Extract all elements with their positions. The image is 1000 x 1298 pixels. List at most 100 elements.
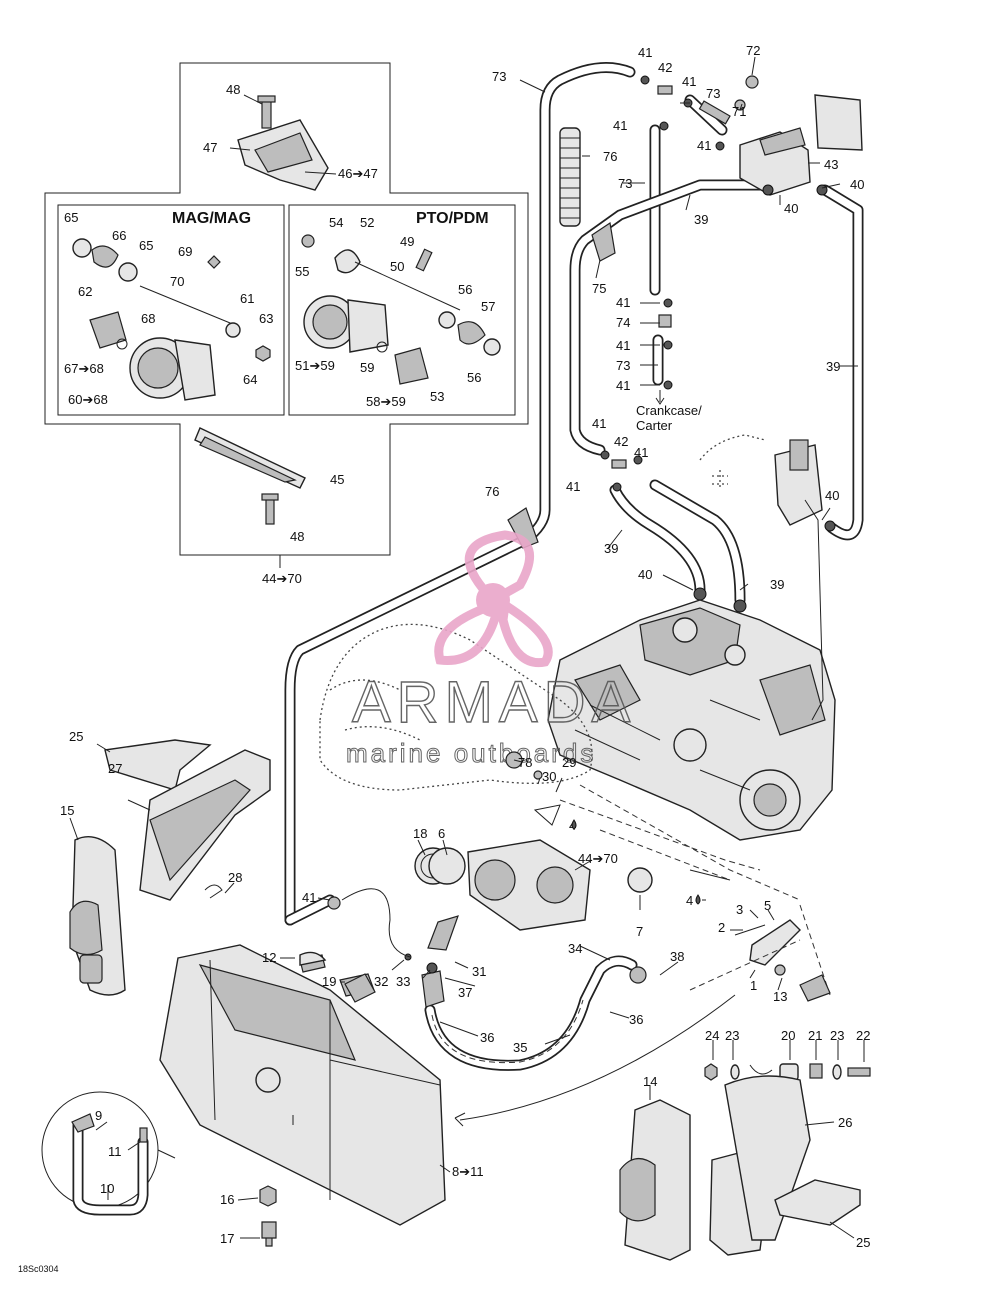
callout-19: 19 — [322, 974, 336, 989]
callout-76: 76 — [485, 484, 499, 499]
crankcase-note: Crankcase/ — [636, 403, 702, 418]
callout-63: 63 — [259, 311, 273, 326]
fuel-filter-part — [699, 434, 823, 526]
callout-38: 38 — [670, 949, 684, 964]
left-covers — [69, 739, 271, 996]
cover-part — [799, 974, 831, 1002]
callout-47: 47 — [203, 140, 217, 155]
callout-32: 32 — [374, 974, 388, 989]
callout-73: 73 — [492, 69, 506, 84]
callout-59: 59 — [360, 360, 374, 375]
callout-55: 55 — [295, 264, 309, 279]
callout-7: 7 — [636, 924, 643, 939]
callout-41: 41 — [592, 416, 606, 431]
callout-10: 10 — [100, 1181, 114, 1196]
callout-57: 57 — [481, 299, 495, 314]
callout-58-59: 58➔59 — [366, 394, 406, 409]
watermark: ARMADA marine outboards — [346, 530, 636, 769]
carter-note: Carter — [636, 418, 673, 433]
callout-60-68: 60➔68 — [68, 392, 108, 407]
callout-41: 41 — [638, 45, 652, 60]
mag-title: MAG/MAG — [172, 210, 251, 227]
callout-3: 3 — [736, 902, 743, 917]
callout-41: 41 — [302, 890, 316, 905]
callout-65: 65 — [139, 238, 153, 253]
callout-48: 48 — [226, 82, 240, 97]
callout-54: 54 — [329, 215, 343, 230]
drawing-code: 18Sc0304 — [18, 1264, 59, 1274]
callout-73: 73 — [618, 176, 632, 191]
callout-39: 39 — [604, 541, 618, 556]
callout-28: 28 — [228, 870, 242, 885]
callout-25: 25 — [856, 1235, 870, 1250]
callout-44-70: 44➔70 — [262, 571, 302, 586]
callout-26: 26 — [838, 1115, 852, 1130]
callout-29: 29 — [562, 755, 576, 770]
callout-40: 40 — [784, 201, 798, 216]
callout-75: 75 — [592, 281, 606, 296]
oil-drop-icon — [571, 819, 577, 830]
callout-41: 41 — [616, 295, 630, 310]
callout-14: 14 — [643, 1074, 657, 1089]
cap-part-12 — [299, 951, 327, 966]
callout-69: 69 — [178, 244, 192, 259]
corrugated-hose-part — [559, 127, 581, 227]
callout-11: 11 — [108, 1144, 122, 1159]
callout-40: 40 — [825, 488, 839, 503]
callout-70: 70 — [170, 274, 184, 289]
callout-41: 41 — [682, 74, 696, 89]
pto-title: PTO/PDM — [416, 210, 489, 227]
callout-73: 73 — [616, 358, 630, 373]
callout-50: 50 — [390, 259, 404, 274]
callout-23: 23 — [830, 1028, 844, 1043]
callout-25: 25 — [69, 729, 83, 744]
watermark-brand: ARMADA — [352, 670, 636, 735]
callout-6: 6 — [438, 826, 445, 841]
grommet-part-19 — [344, 973, 376, 1003]
mount-bracket-part — [734, 919, 801, 976]
callout-46-47: 46➔47 — [338, 166, 378, 181]
callout-41: 41 — [616, 338, 630, 353]
vent-hoses — [284, 62, 864, 926]
callout-41: 41 — [697, 138, 711, 153]
callout-15: 15 — [60, 803, 74, 818]
callout-48: 48 — [290, 529, 304, 544]
callout-41: 41 — [566, 479, 580, 494]
callout-44-70: 44➔70 — [578, 851, 618, 866]
callout-64: 64 — [243, 372, 257, 387]
callout-43: 43 — [824, 157, 838, 172]
callout-8-11: 8➔11 — [452, 1164, 484, 1179]
bracket-part — [427, 915, 459, 951]
callout-68: 68 — [141, 311, 155, 326]
hardware-set — [704, 1063, 871, 1081]
callout-16: 16 — [220, 1192, 234, 1207]
callout-35: 35 — [513, 1040, 527, 1055]
callout-76: 76 — [603, 149, 617, 164]
callout-56: 56 — [458, 282, 472, 297]
callout-52: 52 — [360, 215, 374, 230]
callout-65: 65 — [64, 210, 78, 225]
callout-42: 42 — [658, 60, 672, 75]
propeller-logo — [434, 530, 553, 668]
callout-56: 56 — [467, 370, 481, 385]
callout-21: 21 — [808, 1028, 822, 1043]
callout-78: 78 — [518, 755, 532, 770]
callout-34: 34 — [568, 941, 582, 956]
callout-72: 72 — [746, 43, 760, 58]
callout-22: 22 — [856, 1028, 870, 1043]
callout-13: 13 — [773, 989, 787, 1004]
callout-30: 30 — [542, 769, 556, 784]
mag-inset-box — [57, 204, 285, 416]
callout-12: 12 — [262, 950, 276, 965]
callout-61: 61 — [240, 291, 254, 306]
callout-41: 41 — [616, 378, 630, 393]
callout-41: 41 — [634, 445, 648, 460]
callout-36: 36 — [629, 1012, 643, 1027]
callout-73: 73 — [706, 86, 720, 101]
throttle-bracket-part — [237, 95, 329, 191]
pto-throttle-body-part — [301, 234, 501, 385]
drain-plug-part — [259, 1185, 277, 1207]
callout-39: 39 — [770, 577, 784, 592]
